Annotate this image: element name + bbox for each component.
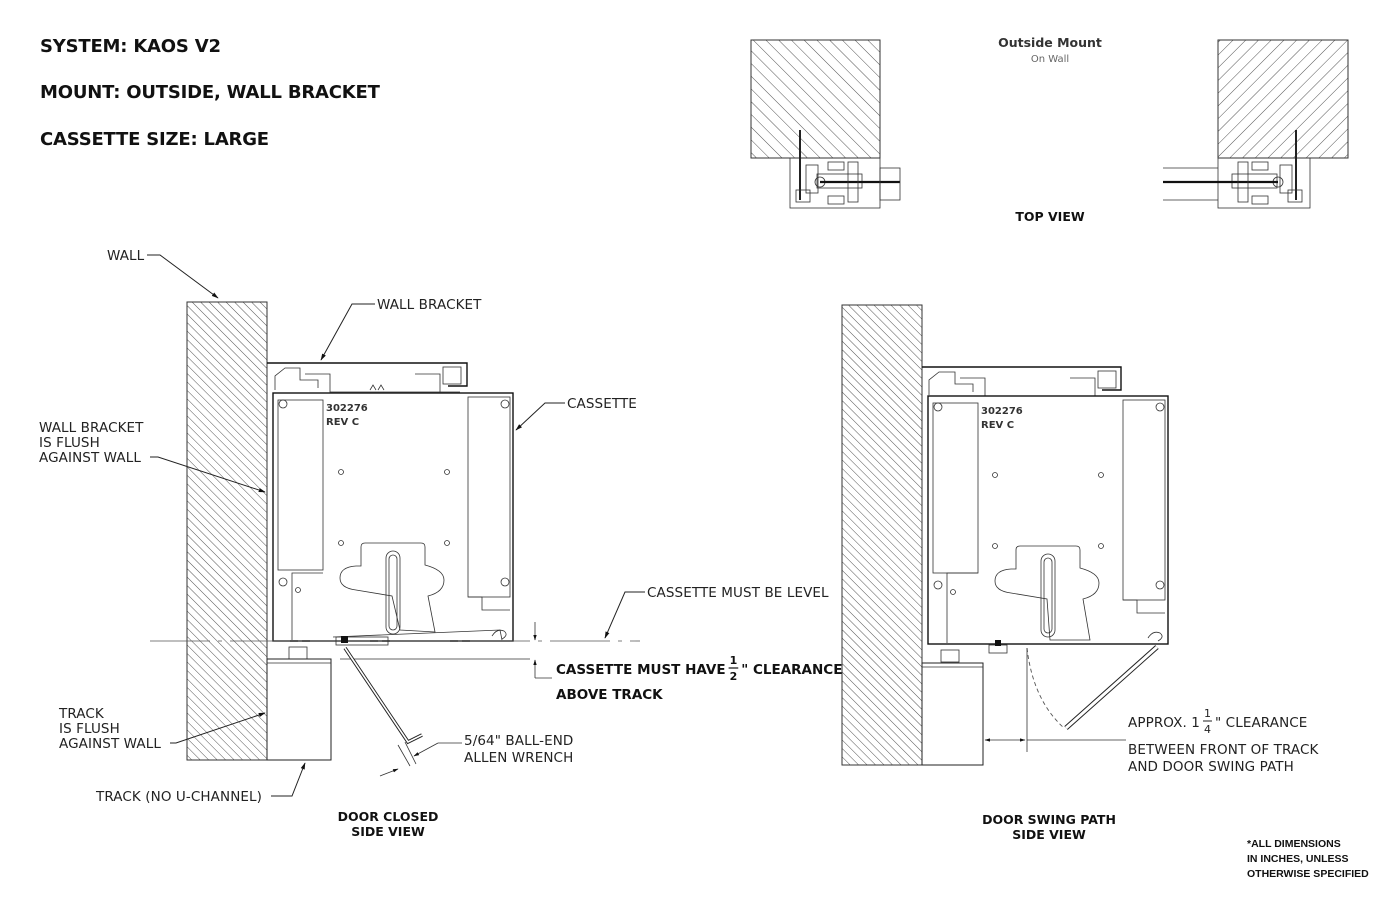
clearance-label: CASSETTE MUST HAVE 1 2 " CLEARANCE ABOVE… [556, 654, 842, 703]
footnote-line1: *ALL DIMENSIONS [1247, 838, 1341, 850]
bracket-flush-label-2: IS FLUSH [39, 435, 100, 451]
bracket-flush-label-3: AGAINST WALL [39, 450, 141, 466]
wall-section [186, 301, 268, 761]
mount-spec: MOUNT: OUTSIDE, WALL BRACKET [40, 82, 380, 103]
door-swing-caption-1: DOOR SWING PATH [982, 812, 1116, 827]
wall-bracket-leader [320, 303, 375, 361]
bracket-flush-label-1: WALL BRACKET [39, 420, 144, 436]
system-spec: SYSTEM: KAOS V2 [40, 36, 221, 57]
footnote-line3: OTHERWISE SPECIFIED [1247, 868, 1369, 880]
track-label: TRACK (NO U-CHANNEL) [95, 789, 262, 805]
door-closed-side-view: 302276 REV C WALL WALL BRACKET CASSETTE … [39, 248, 842, 839]
clearance-numerator: 1 [730, 654, 738, 667]
track-flush-leader [170, 712, 266, 744]
allen-wrench [343, 647, 423, 745]
door-closed-caption-2: SIDE VIEW [351, 824, 425, 839]
swing-track [921, 662, 984, 766]
cassette-level-leader [604, 591, 645, 639]
wall-bracket [267, 362, 468, 393]
top-view-left-wall [750, 39, 881, 159]
cassette-level-label: CASSETTE MUST BE LEVEL [647, 585, 829, 601]
cassette-label: CASSETTE [567, 396, 637, 412]
top-view-right-wall [1217, 39, 1349, 159]
revision-label: REV C [326, 417, 359, 428]
wall-bracket-label: WALL BRACKET [377, 297, 482, 313]
top-view-right-profile [1163, 130, 1311, 209]
swing-latch-clip [988, 644, 1008, 654]
door-swing-path-arc [1026, 647, 1065, 729]
track [266, 658, 332, 761]
clearance-suffix: " CLEARANCE [741, 662, 842, 678]
wrench-label-1: 5/64" BALL-END [464, 733, 573, 749]
swing-track-bolt [940, 649, 960, 663]
track-flush-label-3: AGAINST WALL [59, 736, 161, 752]
door-swing-side-view: 302276 REV C APPROX. 1 1 4 " CLEARANCE B… [841, 304, 1320, 842]
swing-wall-section [841, 304, 923, 766]
bracket-flush-leader [150, 456, 266, 493]
clearance-line2: ABOVE TRACK [556, 687, 663, 703]
top-view-caption: TOP VIEW [1015, 209, 1085, 224]
approx-clearance-label: APPROX. 1 1 4 " CLEARANCE BETWEEN FRONT … [1128, 707, 1320, 775]
approx-denominator: 4 [1204, 723, 1211, 736]
door-swing-caption-2: SIDE VIEW [1012, 827, 1086, 842]
swung-door-panel [1064, 645, 1159, 730]
wrench-label-2: ALLEN WRENCH [464, 750, 573, 766]
cassette-size-spec: CASSETTE SIZE: LARGE [40, 129, 269, 150]
clearance-prefix: CASSETTE MUST HAVE [556, 662, 726, 678]
swing-part-number-label: 302276 [981, 406, 1023, 417]
part-number-label: 302276 [326, 403, 368, 414]
swing-wall-bracket [922, 366, 1122, 397]
track-bolt [288, 646, 308, 660]
swing-revision-label: REV C [981, 420, 1014, 431]
top-view-subtitle: On Wall [1031, 54, 1069, 65]
track-flush-label-2: IS FLUSH [59, 721, 120, 737]
approx-numerator: 1 [1204, 707, 1211, 720]
latch-screw [341, 636, 348, 643]
approx-line3: AND DOOR SWING PATH [1128, 759, 1294, 775]
approx-prefix: APPROX. 1 [1128, 715, 1200, 731]
wall-label: WALL [107, 248, 145, 264]
cassette: 302276 REV C [272, 392, 514, 642]
approx-line2: BETWEEN FRONT OF TRACK [1128, 742, 1320, 758]
track-leader [271, 762, 306, 797]
wall-leader [147, 254, 219, 299]
dimensions-footnote: *ALL DIMENSIONS IN INCHES, UNLESS OTHERW… [1247, 838, 1369, 880]
approx-suffix: " CLEARANCE [1215, 715, 1307, 731]
top-view-title: Outside Mount [998, 35, 1102, 50]
latch-clip [335, 636, 389, 646]
footnote-line2: IN INCHES, UNLESS [1247, 853, 1349, 865]
track-flush-label-1: TRACK [58, 706, 105, 722]
swing-latch-screw [995, 640, 1001, 646]
swing-cassette: 302276 REV C [927, 395, 1169, 645]
cassette-leader [515, 402, 565, 431]
top-view: Outside Mount On Wall [750, 35, 1349, 224]
door-closed-caption-1: DOOR CLOSED [338, 809, 439, 824]
clearance-denominator: 2 [730, 670, 738, 683]
top-view-left-profile [789, 130, 901, 209]
